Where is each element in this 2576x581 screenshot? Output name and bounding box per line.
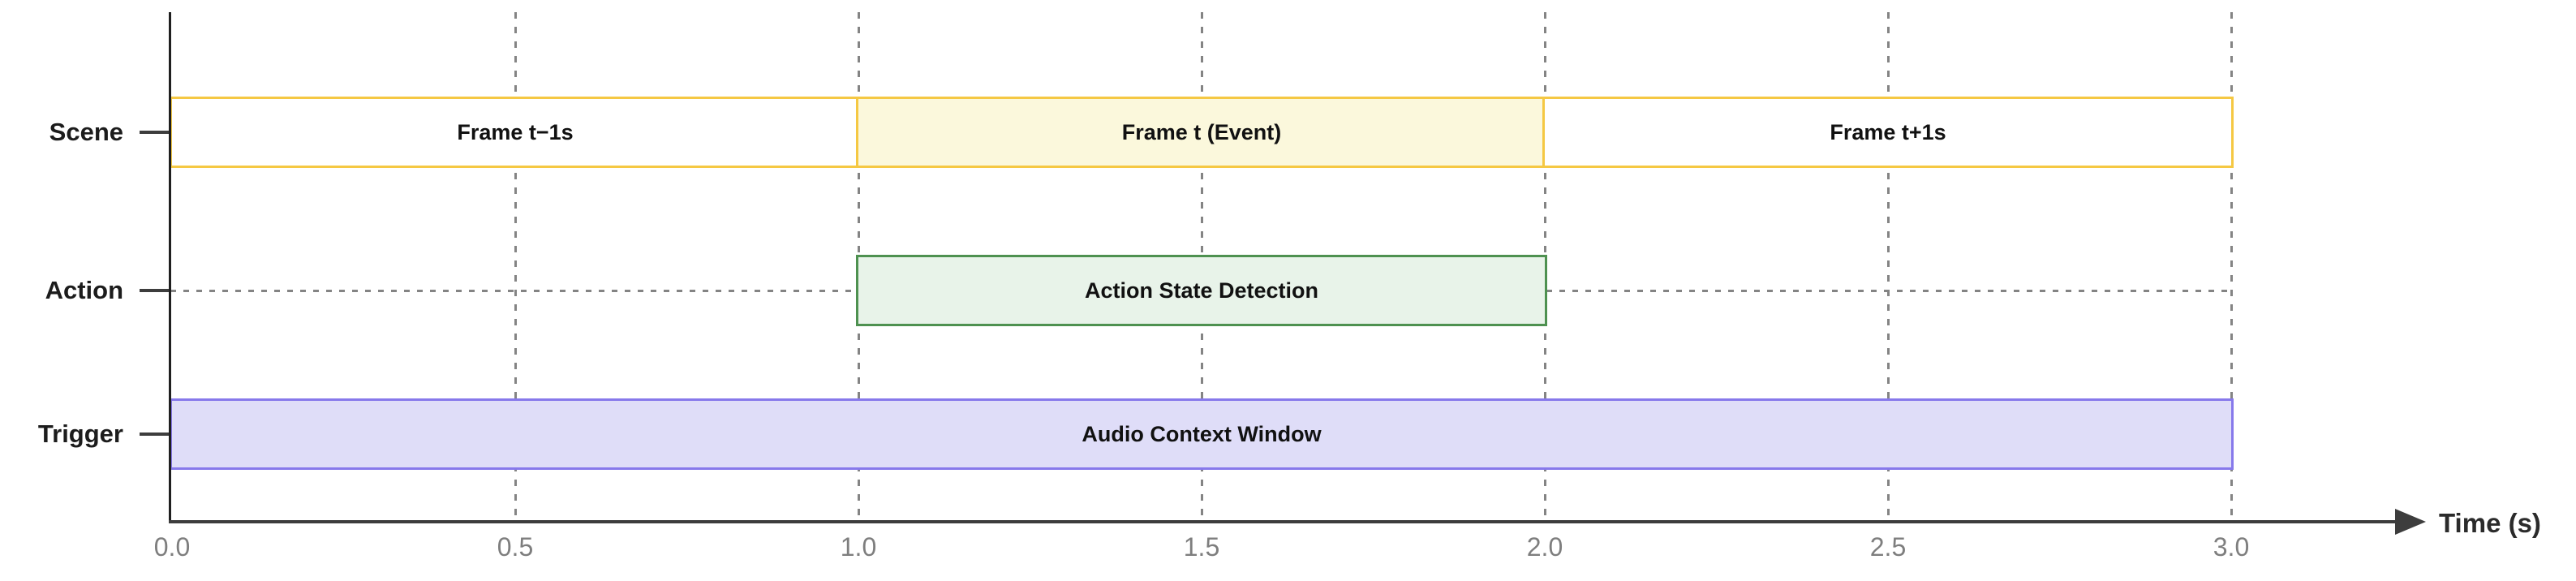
bar-frame-t-1s: Frame t+1s (1542, 97, 2234, 168)
bar-audio-context-window: Audio Context Window (170, 398, 2234, 470)
y-axis-line (169, 12, 171, 523)
bar-label-audio-context-window: Audio Context Window (1082, 421, 1322, 446)
x-tick-label-1.5: 1.5 (1183, 532, 1220, 562)
row-tick-action (140, 289, 170, 292)
row-label-scene: Scene (49, 118, 123, 146)
bar-label-frame-t-event: Frame t (Event) (1121, 119, 1282, 144)
row-tick-trigger (140, 433, 170, 436)
row-label-action: Action (45, 276, 123, 304)
bar-label-frame-t-1s: Frame t−1s (457, 119, 574, 144)
x-tick-label-2.0: 2.0 (1526, 532, 1563, 562)
bar-action-state-detection: Action State Detection (856, 255, 1547, 326)
gridline-vertical (1886, 12, 1890, 522)
gridline-vertical (514, 12, 517, 522)
row-label-trigger: Trigger (37, 420, 123, 448)
row-tick-scene (140, 131, 170, 134)
x-tick-label-3.0: 3.0 (2213, 532, 2250, 562)
x-axis-arrowhead-icon (2395, 509, 2426, 535)
bar-frame-t-event: Frame t (Event) (856, 97, 1547, 168)
x-axis-label: Time (s) (2439, 508, 2541, 538)
x-axis-line (169, 520, 2398, 523)
bar-label-frame-t-1s: Frame t+1s (1830, 119, 1946, 144)
x-tick-label-2.5: 2.5 (1869, 532, 1907, 562)
x-tick-label-1.0: 1.0 (840, 532, 877, 562)
x-tick-label-0.0: 0.0 (153, 532, 191, 562)
bar-frame-t-1s: Frame t−1s (170, 97, 861, 168)
bar-label-action-state-detection: Action State Detection (1084, 278, 1319, 303)
x-tick-label-0.5: 0.5 (497, 532, 534, 562)
gridline-vertical (2230, 12, 2233, 522)
